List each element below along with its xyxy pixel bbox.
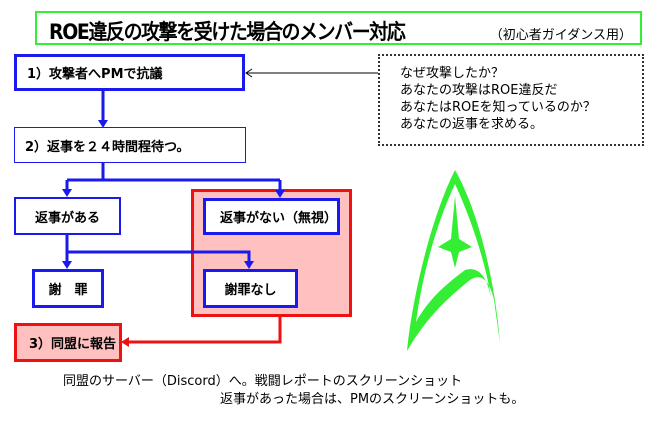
page-title: ROE違反の攻撃を受けた場合のメンバー対応: [49, 20, 406, 44]
callout-line: あなたの返事を求める。: [400, 117, 544, 132]
arrow-head: [275, 190, 285, 198]
connector-callout-1: [245, 68, 378, 78]
reply-yes-label: 返事がある: [34, 210, 100, 226]
no-apology-box: 謝罪なし: [203, 269, 298, 308]
step-2-wait: 2）返事を２４時間程待つ。: [14, 127, 246, 163]
reply-no-label: 返事がない（無視）: [220, 211, 338, 226]
step-1-protest: 1）攻撃者へPMで抗議: [14, 54, 245, 91]
callout-line: あなたの攻撃はROE違反だ: [400, 83, 558, 98]
arrow-head: [62, 261, 72, 269]
reply-no-box: 返事がない（無視）: [203, 198, 340, 235]
step-2-label: 2）返事を２４時間程待つ。: [25, 139, 190, 155]
callout-line: なぜ攻撃したか？: [400, 66, 505, 81]
connector-2-branch: [65, 163, 282, 195]
arrow-head: [98, 120, 108, 128]
page-subtitle: （初心者ガイダンス用）: [489, 28, 632, 43]
starfleet-delta-icon: [407, 170, 500, 351]
protest-message-callout: なぜ攻撃したか？ あなたの攻撃はROE違反だ あなたはROEを知っているのか？ …: [378, 54, 644, 146]
step-3-label: 3）同盟に報告: [29, 337, 117, 352]
arrow-head: [244, 261, 254, 269]
connector-yes-branch: [65, 235, 251, 266]
step-1-label: 1）攻撃者へPMで抗議: [27, 67, 163, 82]
callout-line: あなたはROEを知っているのか？: [400, 100, 596, 115]
step-3-report: 3）同盟に報告: [14, 323, 122, 362]
reply-yes-box: 返事がある: [14, 197, 121, 235]
apology-box: 謝 罪: [32, 269, 104, 308]
arrow-head: [121, 337, 129, 347]
no-apology-label: 謝罪なし: [224, 283, 277, 298]
note-line-1: 同盟のサーバー（Discord）へ。戦闘レポートのスクリーンショット: [63, 374, 463, 389]
apology-label: 謝 罪: [48, 283, 88, 298]
title-banner: ROE違反の攻撃を受けた場合のメンバー対応 （初心者ガイダンス用）: [35, 11, 642, 45]
connector-red-3: [126, 317, 282, 344]
note-line-2: 返事があった場合は、PMのスクリーンショットも。: [220, 392, 525, 407]
arrow-head: [62, 189, 72, 197]
